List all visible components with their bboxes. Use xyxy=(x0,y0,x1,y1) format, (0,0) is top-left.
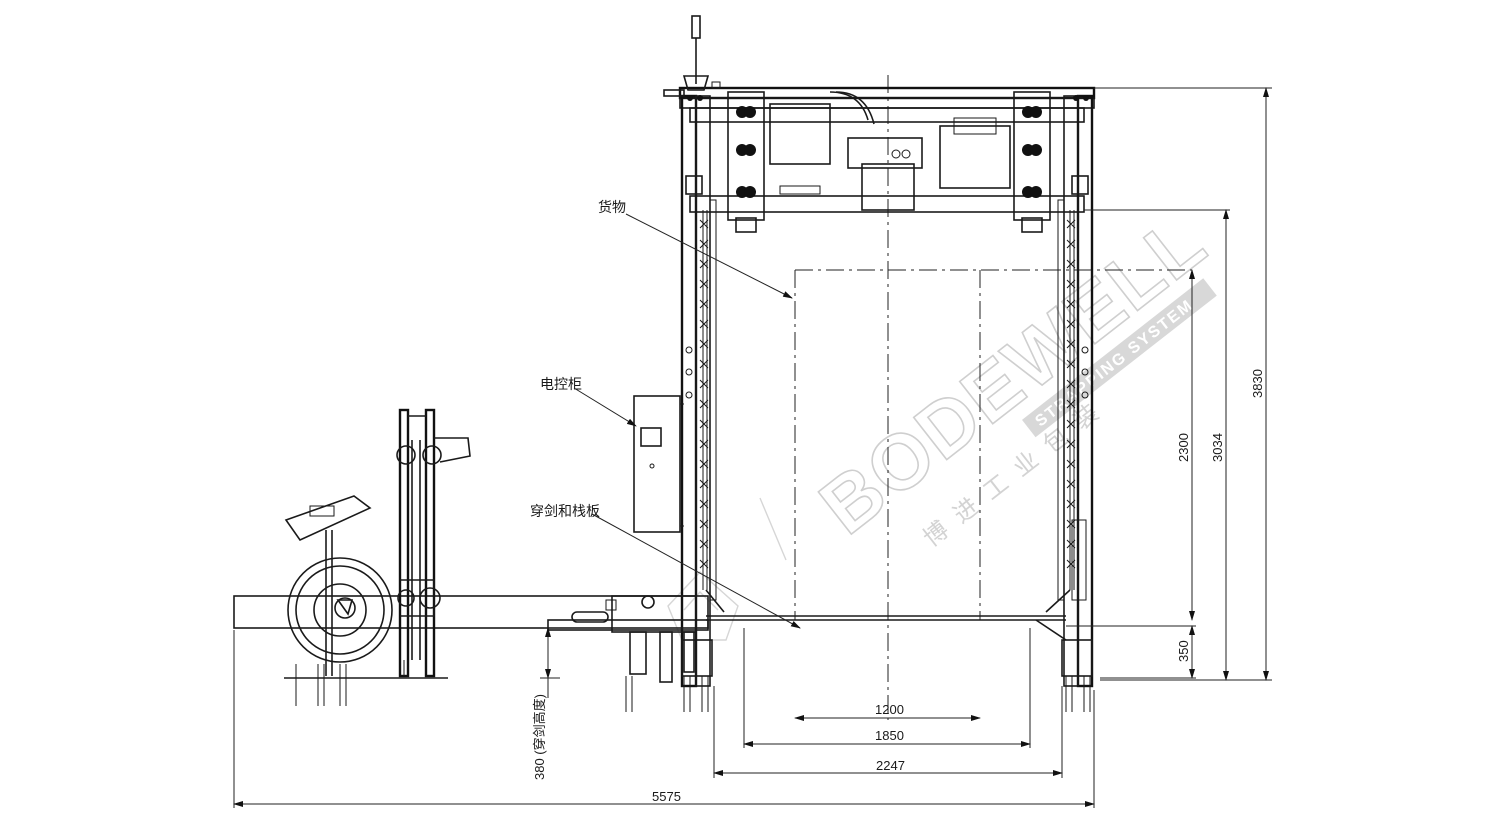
pallet-base xyxy=(681,519,1093,712)
dim-1200-value: 1200 xyxy=(875,702,904,717)
dim-350: 350 xyxy=(1066,625,1196,679)
dim-1850: 1850 xyxy=(743,628,1031,748)
dim-1200: 1200 xyxy=(794,702,981,721)
callout-lance-and-pallet: 穿剑和栈板 xyxy=(530,504,801,629)
dim-380-value: 380 (穿剑高度) xyxy=(532,694,547,780)
dim-2300: 2300 xyxy=(1176,269,1195,621)
arch-frame xyxy=(678,86,1096,688)
goods-outline xyxy=(794,75,1192,720)
dim-2300-value: 2300 xyxy=(1176,433,1191,462)
dim-5575: 5575 xyxy=(233,630,1095,808)
strapping-head xyxy=(685,91,1089,233)
dim-3034-value: 3034 xyxy=(1210,433,1225,462)
label-control-cabinet: 电控柜 xyxy=(540,377,582,393)
dim-350-value: 350 xyxy=(1176,640,1191,662)
label-lance-and-pallet: 穿剑和栈板 xyxy=(530,504,600,520)
dim-3830: 3830 xyxy=(1094,87,1272,681)
dim-3830-value: 3830 xyxy=(1250,369,1265,398)
dim-1850-value: 1850 xyxy=(875,728,904,743)
watermark: BODEWELL STRAPPING SYSTEM 博进工业包装 xyxy=(803,196,1223,552)
watermark-brand: BODEWELL xyxy=(804,197,1222,551)
lance-unit xyxy=(547,595,709,712)
callout-control-cabinet: 电控柜 xyxy=(540,377,637,427)
callout-goods: 货物 xyxy=(598,199,793,299)
label-goods: 货物 xyxy=(598,199,626,216)
dim-5575-value: 5575 xyxy=(652,789,681,804)
dim-2247-value: 2247 xyxy=(876,758,905,773)
strap-dispenser xyxy=(233,408,709,706)
dim-2247: 2247 xyxy=(713,686,1063,778)
signal-lamp xyxy=(663,15,721,97)
control-cabinet xyxy=(633,395,684,533)
watermark-logo xyxy=(667,497,787,641)
dim-380-lance-height: 380 (穿剑高度) xyxy=(532,627,560,780)
